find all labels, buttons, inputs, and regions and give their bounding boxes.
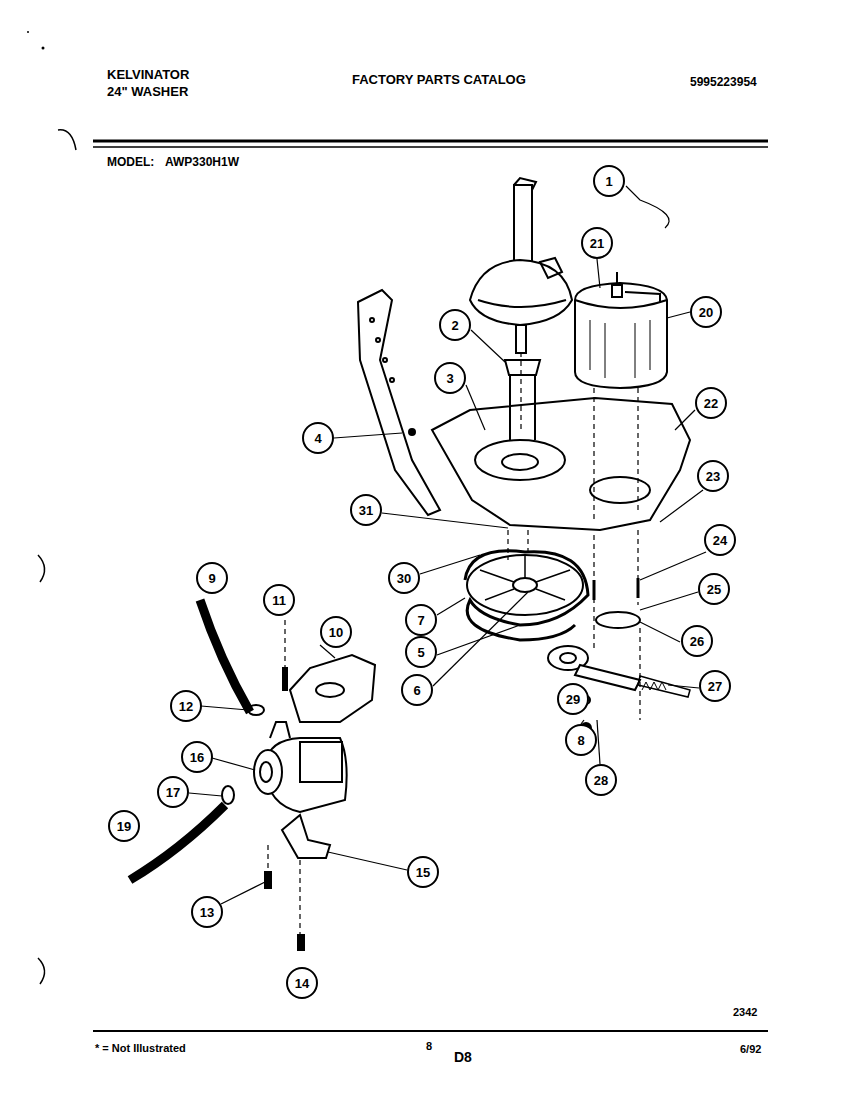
callout-circle: 12	[170, 690, 202, 722]
callout-number: 15	[416, 866, 430, 879]
callout-number: 12	[179, 700, 193, 713]
callout-circle: 14	[286, 967, 318, 999]
callout-number: 1	[605, 175, 612, 188]
callout-number: 4	[314, 432, 321, 445]
callout-number: 14	[295, 977, 309, 990]
callout-circle: 20	[690, 296, 722, 328]
callout-number: 7	[417, 614, 424, 627]
callout-circle: 17	[157, 776, 189, 808]
callout-circle: 19	[108, 810, 140, 842]
callout-circle: 22	[695, 387, 727, 419]
callout-circle: 28	[585, 764, 617, 796]
callout-circle: 13	[191, 896, 223, 928]
callout-circle: 7	[405, 604, 437, 636]
callout-number: 5	[417, 646, 424, 659]
callout-number: 13	[200, 906, 214, 919]
callout-number: 2	[451, 319, 458, 332]
callout-circle: 27	[699, 670, 731, 702]
callout-circle: 4	[302, 422, 334, 454]
header-text: MODEL:	[107, 156, 154, 168]
callout-circle: 23	[697, 460, 729, 492]
header-text: 24" WASHER	[107, 85, 188, 98]
callout-number: 24	[713, 534, 727, 547]
callout-circle: 24	[704, 524, 736, 556]
header-text: 6/92	[740, 1044, 761, 1055]
callout-circle: 15	[407, 856, 439, 888]
callout-circle: 9	[196, 562, 228, 594]
callout-number: 26	[690, 635, 704, 648]
header-text: D8	[454, 1050, 472, 1064]
callout-circle: 2	[439, 309, 471, 341]
callout-number: 19	[117, 820, 131, 833]
header-text: AWP330H1W	[165, 156, 239, 168]
callout-number: 22	[704, 397, 718, 410]
callout-circle: 29	[557, 683, 589, 715]
callout-circle: 30	[388, 562, 420, 594]
callout-number: 21	[590, 237, 604, 250]
header-text: 8	[426, 1041, 432, 1052]
callout-circle: 3	[434, 362, 466, 394]
header-text: 2342	[733, 1007, 757, 1018]
callout-circle: 5	[405, 636, 437, 668]
callout-circle: 11	[263, 584, 295, 616]
callout-number: 31	[359, 504, 373, 517]
callout-circle: 1	[593, 165, 625, 197]
callout-number: 10	[329, 626, 343, 639]
callout-number: 6	[413, 684, 420, 697]
callout-circle: 10	[320, 616, 352, 648]
callout-number: 30	[397, 572, 411, 585]
callout-circle: 31	[350, 494, 382, 526]
callout-number: 9	[208, 572, 215, 585]
callout-circle: 6	[401, 674, 433, 706]
callout-circle: 21	[581, 227, 613, 259]
header-text: KELVINATOR	[107, 68, 189, 81]
callout-circle: 16	[181, 741, 213, 773]
header-text: * = Not Illustrated	[95, 1043, 186, 1054]
callout-number: 11	[272, 594, 286, 607]
callout-number: 20	[699, 306, 713, 319]
callout-number: 17	[166, 786, 180, 799]
callout-circle: 25	[698, 573, 730, 605]
callout-number: 25	[707, 583, 721, 596]
callout-number: 8	[577, 734, 584, 747]
callout-number: 27	[708, 680, 722, 693]
callout-number: 16	[190, 751, 204, 764]
callout-number: 28	[594, 774, 608, 787]
callout-number: 3	[446, 372, 453, 385]
callout-number: 23	[706, 470, 720, 483]
callout-circle: 8	[565, 724, 597, 756]
header-text: 5995223954	[690, 76, 757, 88]
catalog-title: FACTORY PARTS CATALOG	[352, 73, 526, 86]
callout-circle: 26	[681, 625, 713, 657]
callout-number: 29	[566, 693, 580, 706]
